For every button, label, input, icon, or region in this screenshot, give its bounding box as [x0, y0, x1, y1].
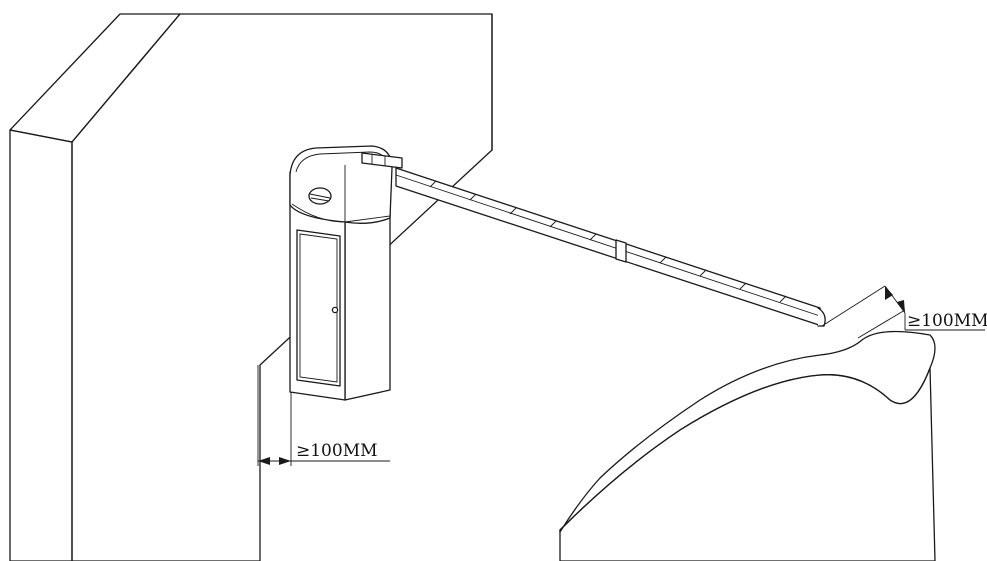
door-lock-icon: [331, 306, 339, 314]
dimension-arrow-left-icon: [258, 457, 270, 465]
dimension-arrow-down-icon: [897, 300, 905, 313]
post-clearance-label: ≥100MM: [296, 441, 378, 461]
left-wall: [9, 13, 493, 561]
right-wall-top-speckle: [559, 330, 936, 533]
left-wall-top-speckle: [9, 13, 181, 143]
left-wall-front-face: [9, 129, 73, 561]
dimension-arrow-up-icon: [885, 286, 893, 300]
boom-body: [395, 167, 823, 327]
boom-clearance-label: ≥100MM: [907, 311, 987, 331]
right-wall: [559, 330, 936, 561]
right-wall-face: [559, 367, 936, 561]
left-wall-main-face: [71, 13, 493, 561]
boom-end-cap: [817, 307, 826, 327]
barrier-cabinet: [289, 145, 393, 401]
logo-emblem-icon: [308, 187, 332, 205]
boom-arm: [361, 152, 826, 327]
dimension-arrow-right-icon: [279, 457, 291, 465]
post-clearance-dimension: ≥100MM: [257, 365, 390, 466]
boom-splice-joint: [615, 239, 627, 263]
boom-clearance-dimension: ≥100MM: [821, 285, 987, 339]
cabinet-door: [296, 229, 341, 387]
